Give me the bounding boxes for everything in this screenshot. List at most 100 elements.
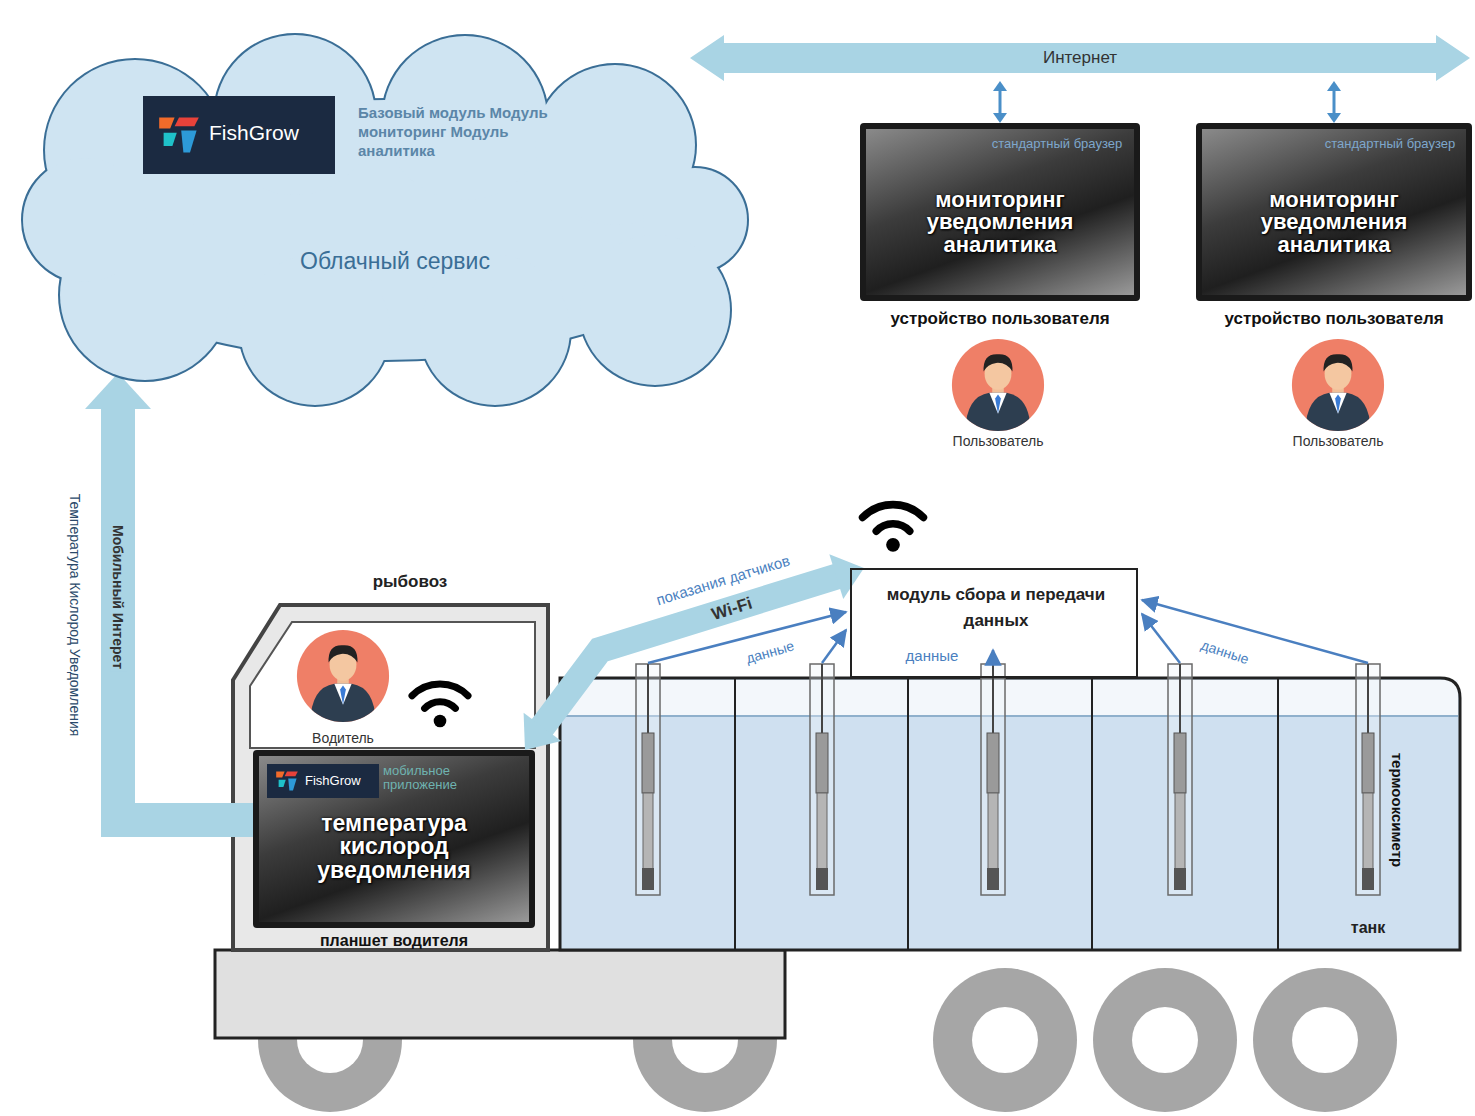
edge-label: Wi-Fi: [706, 593, 757, 626]
drawing-part: [285, 771, 298, 776]
drawing-part: [175, 117, 199, 126]
drawing-part: [23, 158, 147, 282]
drawing-part: [1142, 614, 1180, 663]
cloud-service: Базовый модуль Модуль мониторинг Модуль …: [15, 30, 750, 410]
fishgrow-logo: FishGrow: [267, 764, 379, 798]
screen-text: мониторинг уведомления аналитика: [900, 189, 1100, 256]
drawing-part: [1142, 600, 1368, 663]
browser-note: стандартный браузер: [984, 137, 1130, 151]
drawing-part: [952, 339, 1044, 433]
truck-cab: [233, 605, 548, 950]
drawing-part: [279, 780, 286, 787]
logo-mark: [157, 113, 201, 157]
module-title: модуль сбора и передачи данных: [866, 582, 1126, 635]
fish-tank: [560, 678, 1460, 950]
drawing-part: [181, 131, 196, 153]
drawing-part: [822, 630, 846, 663]
data-label: данные: [1199, 637, 1251, 668]
drawing-part: [560, 678, 1460, 950]
drawing-part: [993, 81, 1007, 91]
data-label: данные: [744, 637, 796, 666]
drawing-part: [992, 650, 995, 663]
cloud-title: Облачный сервис: [175, 248, 615, 276]
internet-link: [1327, 81, 1341, 123]
drawing-part: [420, 255, 570, 405]
drawing-part: [1333, 90, 1336, 114]
drawing-part: [1093, 968, 1237, 1112]
browser-note: стандартный браузер: [1318, 137, 1462, 151]
drawing-part: [1292, 339, 1384, 433]
internet-link: [993, 81, 1007, 123]
drawing-part: [734, 678, 736, 950]
drawing-part: [297, 630, 389, 724]
drawing-part: [164, 133, 177, 146]
drawing-part: [240, 255, 390, 405]
truck-chassis: [215, 950, 785, 1038]
drawing-part: [690, 35, 1470, 81]
drawing-part: [1132, 1007, 1198, 1073]
drawing-part: [288, 779, 296, 791]
wifi-icons: [412, 505, 923, 728]
drawing-part: [993, 113, 1007, 123]
drawing-part: [1277, 678, 1279, 950]
drawing-part: [1253, 968, 1397, 1112]
drawing-part: [933, 968, 1077, 1112]
truck-label: рыбовоз: [373, 572, 448, 592]
drawing-part: [159, 117, 174, 128]
device-caption: устройство пользователя: [860, 309, 1140, 329]
drawing-part: [636, 664, 660, 895]
sensor-name: термооксиметр: [1388, 753, 1405, 868]
drawing-part: [999, 90, 1002, 114]
drawing-part: [972, 1007, 1038, 1073]
drawing-part: [1356, 664, 1380, 895]
driver-tablet: мобильное приложениетемпература кислород…: [253, 750, 535, 950]
drawing-part: [1327, 81, 1341, 91]
drawing-part: [1292, 1007, 1358, 1073]
fishgrow-logo: FishGrow: [143, 96, 335, 174]
drawing-part: [23, 158, 147, 282]
mobile-internet-link: [85, 373, 253, 820]
internet-band: Интернет: [690, 35, 1470, 81]
device-caption: устройство пользователя: [1196, 309, 1472, 329]
logo-mark: [275, 769, 299, 793]
drawing-part: [412, 684, 468, 727]
drawing-part: [810, 664, 834, 895]
drawing-part: [560, 678, 1460, 950]
logo-text: FishGrow: [209, 120, 331, 145]
data-module: модуль сбора и передачи данных: [850, 568, 1138, 678]
mobile-data-note: Температура Кислород Уведомления: [67, 494, 83, 737]
drawing-part: [250, 622, 535, 748]
module-list: Базовый модуль Модуль мониторинг Модуль …: [358, 104, 588, 160]
logo-text: FishGrow: [305, 773, 377, 789]
drawing-part: [562, 680, 1458, 716]
screen-text: температура кислород уведомления: [294, 812, 494, 882]
drawing-part: [420, 255, 570, 405]
wifi-note: показания датчиков: [654, 551, 792, 608]
drawing-part: [580, 235, 730, 385]
module-ground: [850, 568, 1138, 678]
edge-label: Мобильный Интерет: [110, 521, 126, 671]
drawing-part: [1091, 678, 1093, 950]
user-device: стандартный браузер мониторинг уведомлени…: [860, 123, 1140, 335]
drawing-part: [981, 664, 1005, 895]
driver-label: Водитель: [312, 730, 374, 746]
user-label: Пользователь: [1293, 433, 1384, 449]
drawing-part: [118, 408, 253, 820]
drawing-part: [580, 235, 730, 385]
drawing-part: [524, 713, 562, 750]
tank-label: танк: [1351, 919, 1385, 937]
drawing-part: [562, 715, 1458, 717]
drawing-part: [863, 505, 924, 552]
drawing-part: [907, 678, 909, 950]
cloud-shape: [15, 30, 750, 410]
drawing-part: [829, 554, 864, 599]
oximeter-probes: [636, 664, 1380, 895]
user-label: Пользователь: [953, 433, 1044, 449]
drawing-part: [233, 605, 548, 950]
band-label: Интернет: [980, 48, 1180, 68]
data-label: данные: [906, 647, 959, 664]
drawing-part: [276, 771, 284, 777]
screen-text: мониторинг уведомления аналитика: [1234, 189, 1434, 256]
drawing-part: [1168, 664, 1192, 895]
